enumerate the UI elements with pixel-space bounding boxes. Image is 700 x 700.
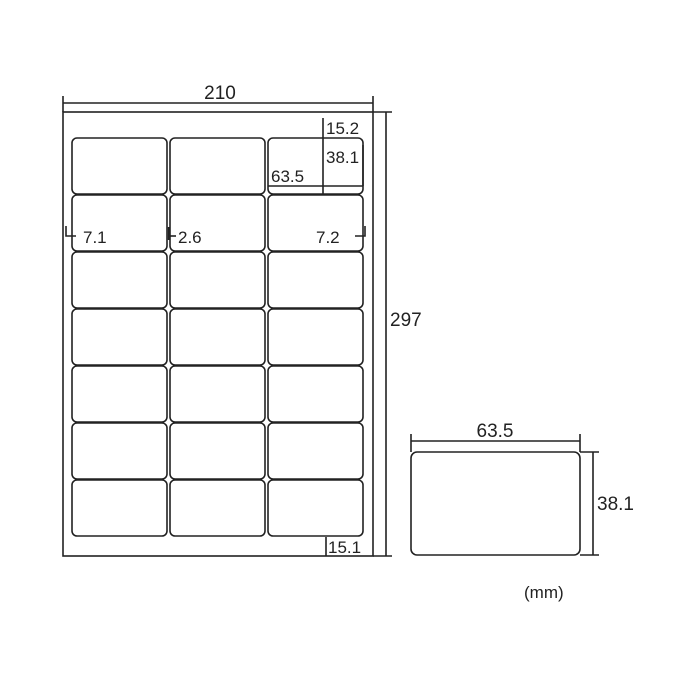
unit-label: (mm) — [524, 583, 564, 602]
label-cell — [71, 194, 168, 252]
label-cell — [267, 365, 364, 423]
label-cell — [267, 308, 364, 366]
bottom-margin-label: 15.1 — [328, 538, 361, 557]
label-width-label: 63.5 — [271, 167, 304, 186]
label-cell — [71, 479, 168, 537]
label-grid — [71, 137, 364, 537]
label-cell — [169, 251, 266, 309]
margin-annotations: 7.1 2.6 7.2 15.1 — [65, 226, 366, 557]
label-cell — [267, 194, 364, 252]
single-label-detail: 63.5 38.1 — [410, 421, 634, 556]
top-margin-label: 15.2 — [326, 119, 359, 138]
label-cell — [71, 137, 168, 195]
label-cell — [169, 194, 266, 252]
label-cell — [169, 479, 266, 537]
gap-label: 2.6 — [178, 228, 202, 247]
label-cell — [71, 308, 168, 366]
label-cell — [169, 365, 266, 423]
label-cell — [267, 422, 364, 480]
left-margin-label: 7.1 — [83, 228, 107, 247]
detail-width-label: 63.5 — [477, 421, 514, 442]
label-cell — [71, 365, 168, 423]
right-margin-label: 7.2 — [316, 228, 340, 247]
label-cell — [71, 422, 168, 480]
sheet-outline — [62, 111, 374, 557]
label-cell — [71, 251, 168, 309]
detail-height-label: 38.1 — [597, 494, 634, 515]
label-cell — [169, 308, 266, 366]
sheet-height-label: 297 — [390, 310, 422, 331]
label-height-label: 38.1 — [326, 148, 359, 167]
sheet-height-dimension: 297 — [373, 111, 422, 557]
label-cell — [169, 137, 266, 195]
sheet-width-label: 210 — [204, 83, 236, 104]
top-annotations: 15.2 38.1 63.5 — [268, 118, 364, 195]
label-cell — [267, 251, 364, 309]
label-cell — [169, 422, 266, 480]
sheet-width-dimension: 210 — [62, 83, 374, 112]
label-cell — [267, 479, 364, 537]
